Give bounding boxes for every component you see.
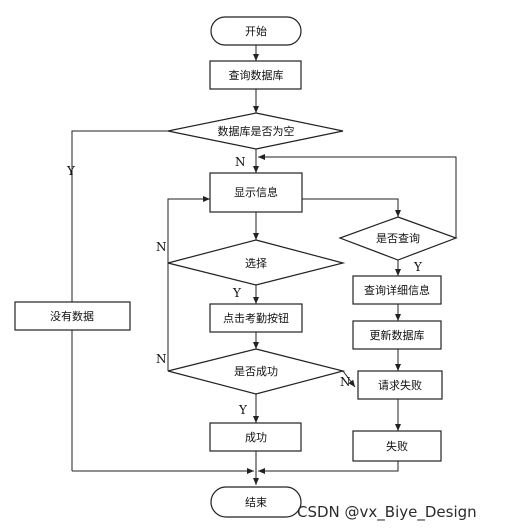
edge-is-success-to-request-fail bbox=[342, 370, 356, 388]
is-query-decision: 是否查询 bbox=[338, 216, 458, 261]
db-empty-no-label: N bbox=[235, 155, 246, 169]
query-detail-label: 查询详细信息 bbox=[364, 283, 430, 297]
select-label: 选择 bbox=[245, 256, 267, 270]
fail-label: 失败 bbox=[386, 439, 408, 453]
query-detail-node: 查询详细信息 bbox=[352, 275, 442, 305]
no-data-node: 没有数据 bbox=[14, 301, 131, 331]
success-no-label: N bbox=[156, 352, 167, 366]
click-attendance-node: 点击考勤按钮 bbox=[209, 303, 303, 333]
db-empty-label: 数据库是否为空 bbox=[218, 124, 295, 138]
end-node: 结束 bbox=[210, 486, 302, 518]
edge-select-no bbox=[167, 196, 210, 263]
edge-is-query-no bbox=[258, 154, 457, 238]
no-data-label: 没有数据 bbox=[50, 309, 94, 323]
click-attendance-label: 点击考勤按钮 bbox=[223, 311, 289, 325]
success-yes-label: Y bbox=[238, 403, 248, 417]
is-success-label: 是否成功 bbox=[234, 365, 278, 378]
edge-show-to-is-query bbox=[302, 198, 401, 217]
db-empty-yes-label: Y bbox=[66, 164, 76, 178]
edge-fail-to-merge bbox=[258, 461, 399, 474]
end-label: 结束 bbox=[245, 496, 267, 509]
db-empty-decision: 数据库是否为空 bbox=[167, 112, 344, 150]
request-fail-label: 请求失败 bbox=[378, 378, 422, 392]
update-db-label: 更新数据库 bbox=[370, 328, 425, 342]
connectors bbox=[71, 45, 457, 485]
is-success-decision: 是否成功 bbox=[167, 348, 346, 395]
start-node: 开始 bbox=[210, 16, 302, 46]
update-db-node: 更新数据库 bbox=[352, 320, 442, 350]
watermark: CSDN @vx_Biye_Design bbox=[297, 503, 477, 522]
query-db-label: 查询数据库 bbox=[229, 68, 284, 82]
request-fail-node: 请求失败 bbox=[357, 370, 443, 400]
start-label: 开始 bbox=[245, 24, 267, 38]
is-query-label: 是否查询 bbox=[376, 231, 420, 245]
select-no-label: N bbox=[156, 240, 167, 254]
show-info-label: 显示信息 bbox=[234, 185, 278, 199]
select-decision: 选择 bbox=[167, 239, 346, 286]
success-label: 成功 bbox=[245, 431, 267, 444]
query-no-label: N bbox=[340, 375, 351, 389]
select-yes-label: Y bbox=[232, 286, 242, 300]
query-db-node: 查询数据库 bbox=[209, 60, 302, 90]
fail-node: 失败 bbox=[352, 430, 442, 462]
edge-db-empty-yes bbox=[71, 130, 168, 302]
show-info-node: 显示信息 bbox=[209, 172, 303, 213]
success-node: 成功 bbox=[209, 422, 302, 452]
query-yes-label: Y bbox=[413, 260, 423, 274]
